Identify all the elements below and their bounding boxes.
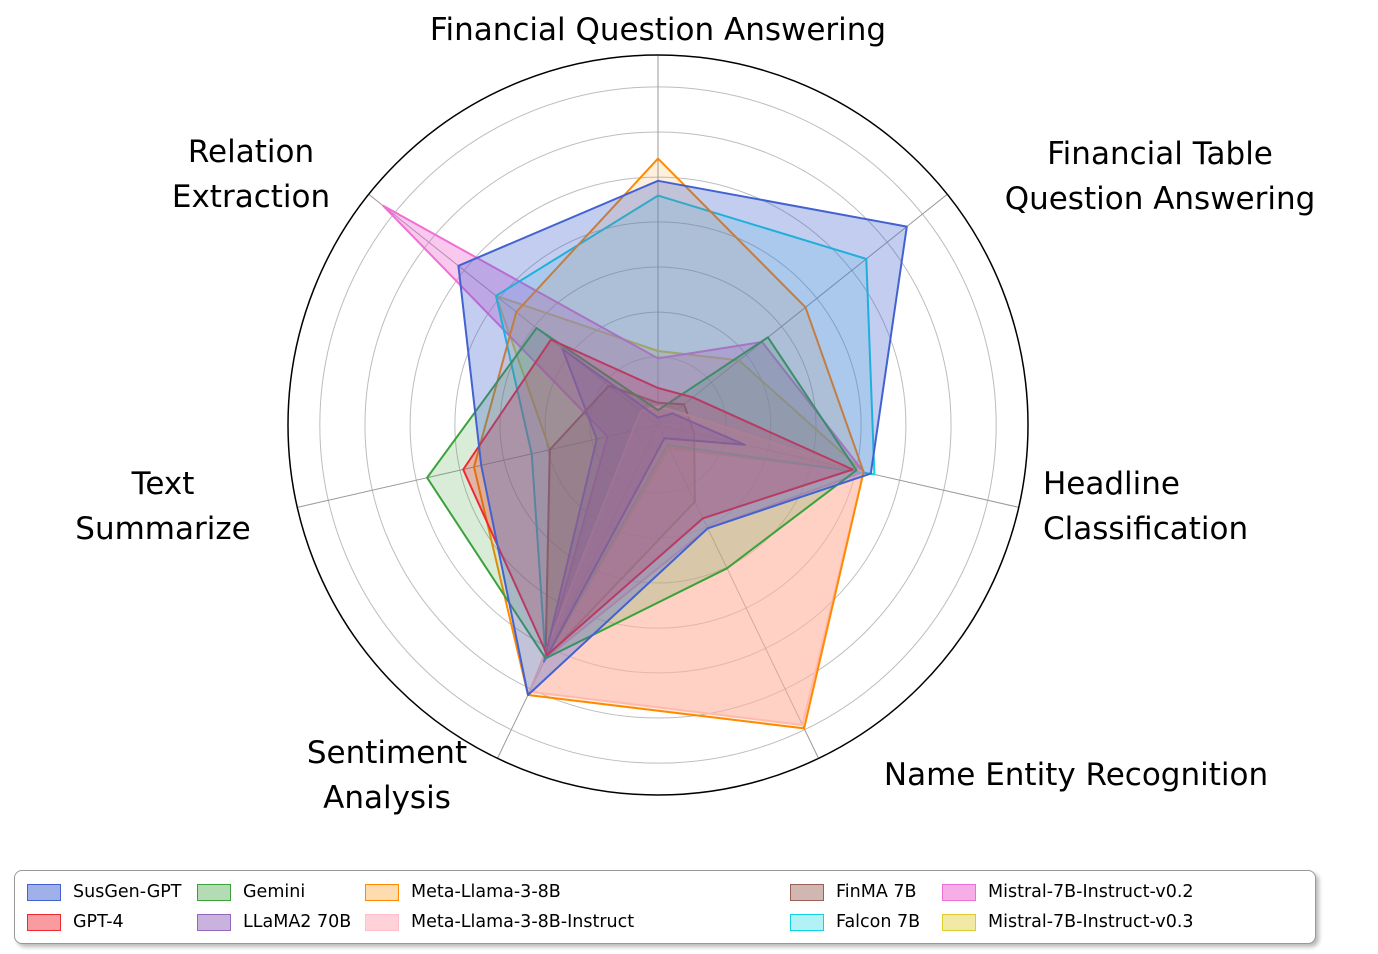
- legend-item-susgen-gpt: SusGen-GPT: [27, 882, 197, 902]
- legend-swatch-icon: [942, 883, 976, 901]
- legend-swatch-icon: [365, 913, 399, 931]
- legend-item-gemini: Gemini: [197, 882, 365, 902]
- legend-swatch-icon: [197, 913, 231, 931]
- legend-item-gpt-4: GPT-4: [27, 912, 197, 932]
- outer-circle: [287, 54, 1029, 796]
- series-polygon-gpt-4: [462, 338, 854, 656]
- legend-swatch-icon: [942, 913, 976, 931]
- legend-label: FinMA 7B: [836, 882, 917, 902]
- legend-item-meta-llama-3-8b: Meta-Llama-3-8B: [365, 882, 790, 902]
- series-polygon-meta-llama-3-8b-instruct: [528, 405, 865, 726]
- legend-label: SusGen-GPT: [73, 882, 182, 902]
- legend-item-meta-llama-3-8b-instruct: Meta-Llama-3-8B-Instruct: [365, 912, 790, 932]
- legend-swatch-icon: [27, 883, 61, 901]
- legend-swatch-icon: [365, 883, 399, 901]
- axis-label-3: Name Entity Recognition: [883, 757, 1269, 793]
- axis-label-5: Text Summarize: [75, 466, 251, 547]
- legend-item-falcon-7b: Falcon 7B: [790, 912, 942, 932]
- legend-label: Meta-Llama-3-8B-Instruct: [411, 912, 635, 932]
- legend-label: Meta-Llama-3-8B: [411, 882, 561, 902]
- legend-label: Mistral-7B-Instruct-v0.2: [988, 882, 1194, 902]
- legend-label: LLaMA2 70B: [243, 912, 352, 932]
- series-polygon-meta-llama-3-8b: [473, 157, 865, 730]
- legend-item-finma-7b: FinMA 7B: [790, 882, 942, 902]
- axis-label-1: Financial Table Question Answering: [1004, 136, 1316, 217]
- axis-label-2: Headline Classification: [1043, 466, 1249, 547]
- legend-swatch-icon: [27, 913, 61, 931]
- legend-item-llama2-70b: LLaMA2 70B: [197, 912, 365, 932]
- radar-plot-canvas: [287, 54, 1029, 796]
- legend-label: GPT-4: [73, 912, 124, 932]
- axis-label-4: Sentiment Analysis: [306, 735, 468, 816]
- series-polygon-susgen-gpt: [457, 179, 908, 696]
- legend-swatch-icon: [790, 883, 824, 901]
- series-polygon-llama2-70b: [543, 347, 746, 663]
- legend-label: Mistral-7B-Instruct-v0.3: [988, 912, 1194, 932]
- legend-swatch-icon: [197, 883, 231, 901]
- legend-swatch-icon: [790, 913, 824, 931]
- axis-spoke-1: [657, 193, 948, 426]
- legend-item-mistral-7b-instruct-v0-3: Mistral-7B-Instruct-v0.3: [942, 912, 1305, 932]
- legend-label: Falcon 7B: [836, 912, 921, 932]
- axis-label-6: Relation Extraction: [171, 134, 331, 215]
- legend-item-mistral-7b-instruct-v0-2: Mistral-7B-Instruct-v0.2: [942, 882, 1305, 902]
- axis-label-0: Financial Question Answering: [429, 12, 887, 48]
- axis-spoke-5: [297, 424, 659, 508]
- legend-label: Gemini: [243, 882, 306, 902]
- series-polygon-gemini: [426, 327, 858, 660]
